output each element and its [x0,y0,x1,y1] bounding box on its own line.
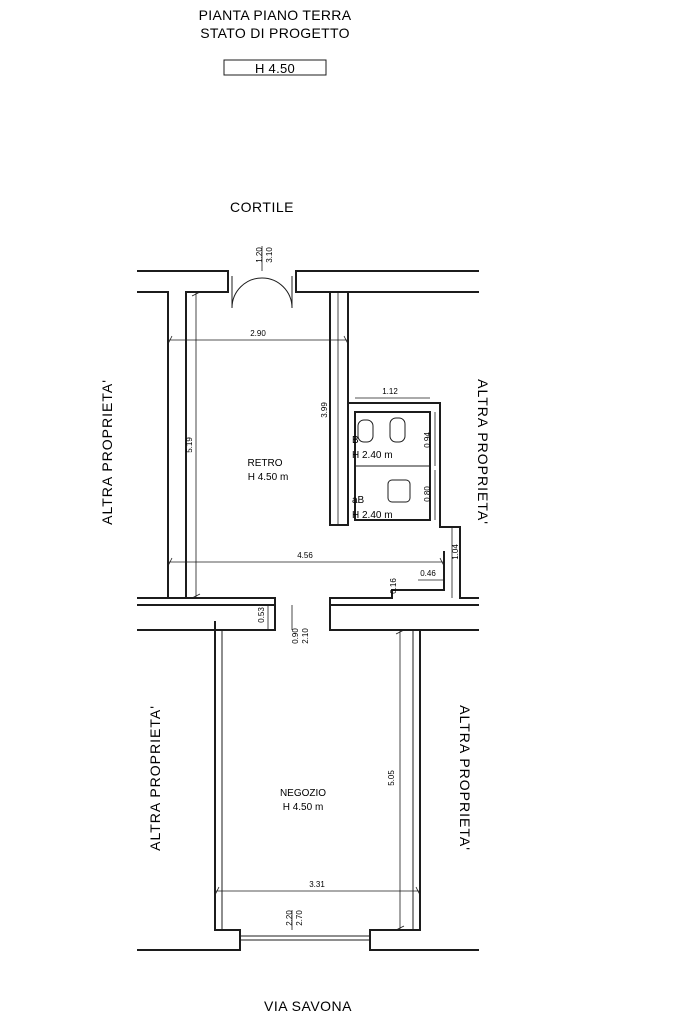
neighbor-label-left-lower: ALTRA PROPRIETA' [147,705,163,851]
dim-bath-width: 1.12 [382,387,398,396]
walls-negozio [137,597,479,951]
room-negozio-height: H 4.50 m [283,802,324,813]
dim-top-door-a: 1.20 [255,247,264,263]
room-negozio-name: NEGOZIO [280,788,326,799]
room-bath2-height: H 2.40 m [352,510,393,521]
neighbor-label-right-upper: ALTRA PROPRIETA' [475,379,491,525]
street-label: VIA SAVONA [264,998,352,1014]
dim-inner-door-b: 2.10 [301,628,310,644]
dim-niche-depth: 1.04 [451,544,460,560]
walls-retro [137,270,479,606]
sink-icon [387,479,411,503]
courtyard-double-door [231,276,293,309]
height-box [223,59,327,76]
room-bath1-height: H 2.40 m [352,450,393,461]
courtyard-label: CORTILE [230,199,294,215]
dim-inner-door-a: 0.90 [291,628,300,644]
dim-retro-depth-right: 3.99 [320,402,329,418]
bidet-icon [389,417,406,443]
neighbor-label-right-lower: ALTRA PROPRIETA' [457,705,473,851]
plan-title-line1: PIANTA PIANO TERRA [199,7,352,23]
dim-front-door-a: 2.20 [285,910,294,926]
dim-bath1-depth: 0.94 [423,432,432,448]
dim-bath2-depth: 0.80 [423,486,432,502]
bath-fixtures [357,417,411,503]
plan-title-line2: STATO DI PROGETTO [200,25,350,41]
dim-full-width: 4.56 [297,551,313,560]
room-bath1-name: B [352,435,359,446]
dimension-lines [167,246,453,931]
room-retro-height: H 4.50 m [248,472,289,483]
dim-niche-width: 0.46 [420,569,436,578]
dim-front-door-b: 2.70 [295,910,304,926]
wc-icon [357,419,374,443]
dim-negozio-width: 3.31 [309,880,325,889]
dim-retro-depth-left: 5.19 [185,437,194,453]
dim-retro-width: 2.90 [250,329,266,338]
dim-negozio-depth: 5.05 [387,770,396,786]
room-bath2-name: aB [352,495,365,506]
room-retro-name: RETRO [248,458,283,469]
neighbor-label-left-upper: ALTRA PROPRIETA' [99,379,115,525]
height-box-label: H 4.50 [255,61,295,76]
dim-top-door-b: 3.10 [265,247,274,263]
dim-step: 0.16 [389,578,398,594]
dim-pier: 0.53 [257,607,266,623]
